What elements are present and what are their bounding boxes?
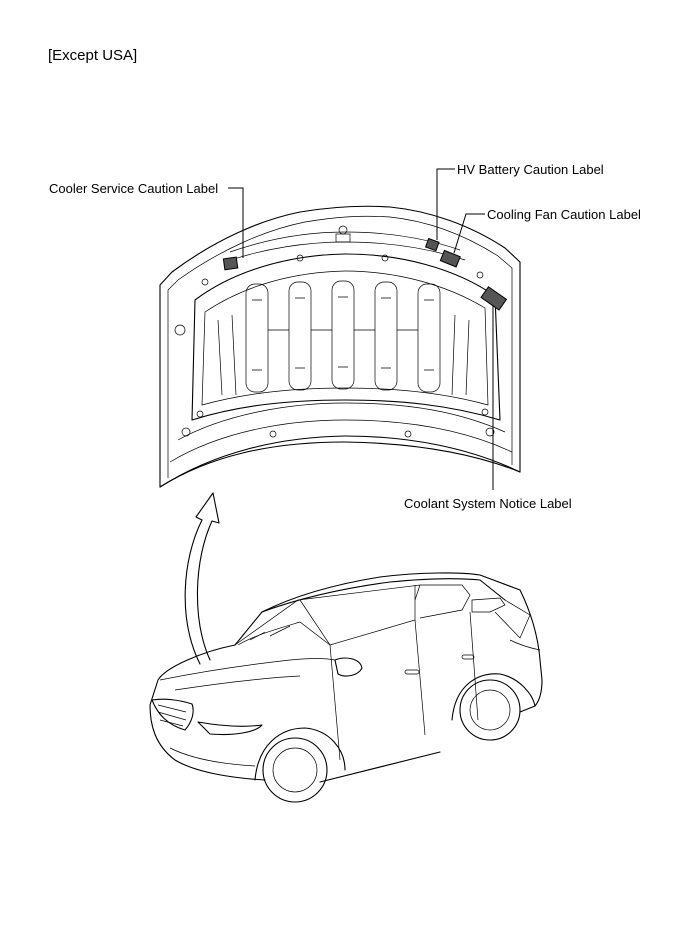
region-heading: [Except USA] (48, 47, 138, 64)
callout-leaders (228, 168, 494, 490)
hood-labels (222, 237, 508, 311)
cooling-fan-caution-label-text: Cooling Fan Caution Label (487, 207, 641, 222)
curved-arrow (184, 492, 220, 665)
car-illustration (149, 572, 543, 803)
hv-battery-caution-label-text: HV Battery Caution Label (457, 162, 604, 177)
coolant-system-notice-label-text: Coolant System Notice Label (404, 496, 572, 511)
hood-fasteners (174, 225, 495, 438)
hood-ribs (217, 280, 470, 396)
hood-underside (159, 205, 521, 488)
cooler-service-caution-label-text: Cooler Service Caution Label (49, 181, 219, 196)
